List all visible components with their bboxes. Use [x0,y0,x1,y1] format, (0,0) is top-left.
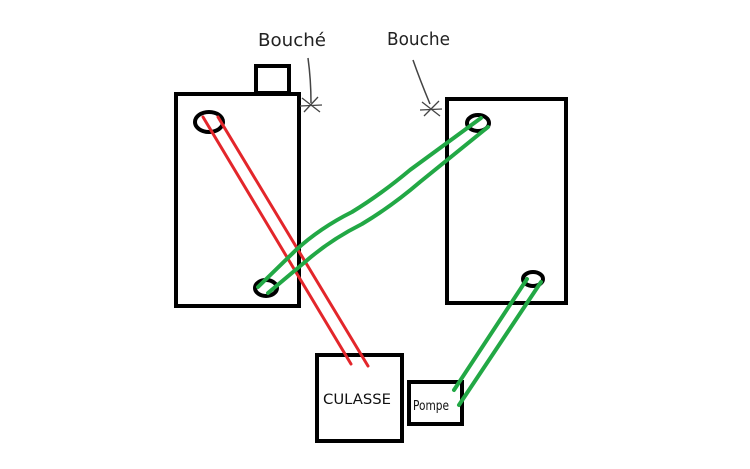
green-hose-upper-line-b [266,125,490,295]
green-hose-lower-line-a [452,277,529,392]
bouche-right-annotation: Bouche [387,29,450,117]
left-tank-cap [254,64,291,95]
culasse-label: CULASSE [323,392,391,408]
green-hose-lower-line-b [457,280,543,407]
green-hose-upper [256,116,490,295]
red-hose-line-b [216,115,370,368]
bouche-right-label: Bouche [387,29,450,50]
bouche-left-arrow [307,57,312,104]
left-tank-top-port [193,110,225,134]
bouche-right-arrow [412,59,431,105]
left-tank [174,64,301,308]
green-hose-lower [452,277,543,407]
bouche-left-annotation: Bouché [258,30,326,113]
red-hose-line-a [201,115,353,366]
pompe-label: Pompe [413,399,449,414]
right-tank-top-port [465,113,491,133]
right-tank-body [445,97,568,305]
culasse-box: CULASSE [315,353,404,443]
culasse-box-outline [315,353,404,443]
red-hose [201,115,370,368]
right-tank [445,97,568,305]
green-hose-upper-line-a [256,116,483,289]
bouche-left-label: Bouché [258,30,326,51]
left-tank-body [174,92,301,308]
bouche-left-cross-icon [299,96,323,113]
right-tank-bottom-port [521,270,545,288]
bouche-right-cross-icon [419,100,443,117]
